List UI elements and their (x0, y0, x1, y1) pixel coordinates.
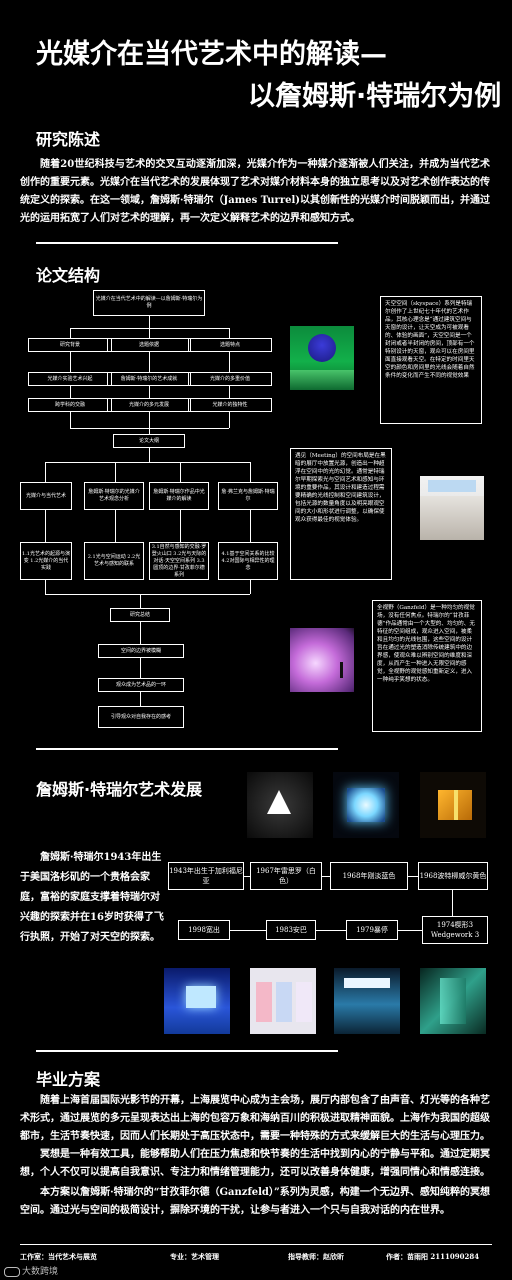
skyspace-note: 天空空间（skyspace）系列是特瑞尔创作了上世纪七十年代的艺术作品，其核心理… (380, 296, 482, 424)
plan-heading: 毕业方案 (36, 1070, 101, 1089)
skyspace-image (290, 326, 354, 390)
timeline-1: 1967年雷思罗（白色） (250, 862, 322, 890)
overview-text: 随着20世纪科技与艺术的交叉互动逐渐加深，光媒介作为一种媒介逐渐被人们关注，并成… (20, 159, 490, 224)
flow-r3-1: 光媒介的多元发展 (107, 398, 191, 412)
timeline-image-white (247, 772, 313, 838)
timeline-image-yellow (420, 772, 486, 838)
flow-r3-0: 跨学科的交融 (28, 398, 112, 412)
plan-paragraph-1: 随着上海首届国际光影节的开幕，上海展览中心成为主会场，展厅内部包含了由声音、灯光… (20, 1095, 490, 1142)
flow-summary: 研究总结 (110, 608, 170, 622)
structure-heading: 论文结构 (36, 266, 101, 285)
divider (36, 748, 338, 750)
timeline-image-blue (333, 772, 399, 838)
footer-advisor: 指导教师：赵欣昕 (288, 1252, 344, 1261)
flow-chain-1: 观众成为艺术品的一环 (98, 678, 184, 692)
flow-r4-2: 詹姆斯·特瑞尔作品中光媒介的解读 (149, 482, 209, 510)
flow-r1-0: 研究背景 (28, 338, 112, 352)
flow-r4-0: 光媒介与当代艺术 (20, 482, 72, 510)
timeline-2: 1968年刚淡蓝色 (330, 862, 408, 890)
footer-work: 工作室：当代艺术与展览 (20, 1252, 97, 1261)
meeting-note: 遇见（Meeting）的空间布局是在黑暗的展厅中放置光源，创造出一种超浮在空间中… (290, 448, 392, 580)
flow-r5-0: 1.1光艺术的起源与演变 1.2光媒介的当代实践 (20, 542, 72, 580)
timeline-3: 1968波特柳威尔黄色 (418, 862, 488, 890)
flow-r2-0: 光媒介实验艺术兴起 (28, 372, 112, 386)
development-text: 詹姆斯·特瑞尔1943年出生于美国洛杉矶的一个贵格会家庭，富裕的家庭支撑着特瑞尔… (20, 852, 164, 943)
timeline-image-1983 (250, 968, 316, 1034)
divider (36, 1050, 338, 1052)
divider (36, 242, 338, 244)
ganzfeld-note: 全视野（Ganzfeld）是一种均匀的视觉场，没有任何焦点。特瑞尔的“甘孜菲德”… (372, 600, 482, 732)
flow-r1-2: 选题特点 (188, 338, 272, 352)
timeline-image-1979 (334, 968, 400, 1034)
timeline-image-1998 (164, 968, 230, 1034)
timeline-0: 1943年出生于加利福尼亚 (168, 862, 244, 890)
meeting-image (420, 476, 484, 540)
footer-divider (20, 1244, 492, 1245)
plan-paragraph-2: 冥想是一种有效工具，能够帮助人们在压力焦虑和快节奏的生活中找到内心的宁静与平和。… (20, 1149, 490, 1178)
timeline-image-1974 (420, 968, 486, 1034)
flow-r4-1: 詹姆斯·特瑞尔的光媒介艺术观念分析 (84, 482, 144, 510)
footer-author: 作者：苗雨阳 2111090284 (386, 1252, 480, 1261)
timeline-7: 1998宽出 (178, 920, 230, 940)
flow-r5-1: 2.1光与空间运动 2.2光艺术与感知的联系 (84, 542, 144, 580)
ganzfeld-image (290, 628, 354, 692)
flow-root: 光媒介在当代艺术中的解读—以詹姆斯·特瑞尔为例 (93, 290, 205, 316)
flow-r5-2: 3.1自然与感知的交融·罗登火山口 3.2光与天际的对话·天空空间系列 3.3圆… (149, 542, 209, 580)
timeline-4: 1974楔形3 Wedgework 3 (422, 916, 488, 944)
development-heading: 詹姆斯·特瑞尔艺术发展 (36, 780, 203, 799)
overview-heading: 研究陈述 (36, 130, 101, 149)
timeline-6: 1983安巴 (266, 920, 316, 940)
footer-major: 专业：艺术管理 (170, 1252, 219, 1261)
flow-r5-3: 4.1基于空间关系的比较 4.2对国际与相异性的理念 (218, 542, 278, 580)
footer-logo: 大数跨境 (4, 1264, 58, 1277)
flow-chain-2: 引导观众对自我存在的感考 (98, 706, 184, 728)
flow-r4-3: 詹·弗兰克与詹姆斯·特瑞尔 (218, 482, 278, 510)
plan-paragraph-3: 本方案以詹姆斯·特瑞尔的“甘孜菲尔德（Ganzfeld）”系列为灵感，构建一个无… (20, 1187, 490, 1216)
flow-r2-1: 詹姆斯·特瑞尔的艺术成就 (107, 372, 191, 386)
flow-chain-0: 空间的边界被模糊 (98, 644, 184, 658)
flow-r1-1: 选题依据 (107, 338, 191, 352)
page-title-line2: 以詹姆斯·特瑞尔为例 (248, 81, 502, 112)
logo-icon (4, 1266, 20, 1277)
timeline-5: 1979暴停 (346, 920, 398, 940)
flow-r2-2: 光媒介的多重价值 (188, 372, 272, 386)
page-title-line1: 光媒介在当代艺术中的解读— (36, 39, 387, 70)
flow-outline: 论文大纲 (113, 434, 185, 448)
flow-r3-2: 光媒介的独特性 (188, 398, 272, 412)
